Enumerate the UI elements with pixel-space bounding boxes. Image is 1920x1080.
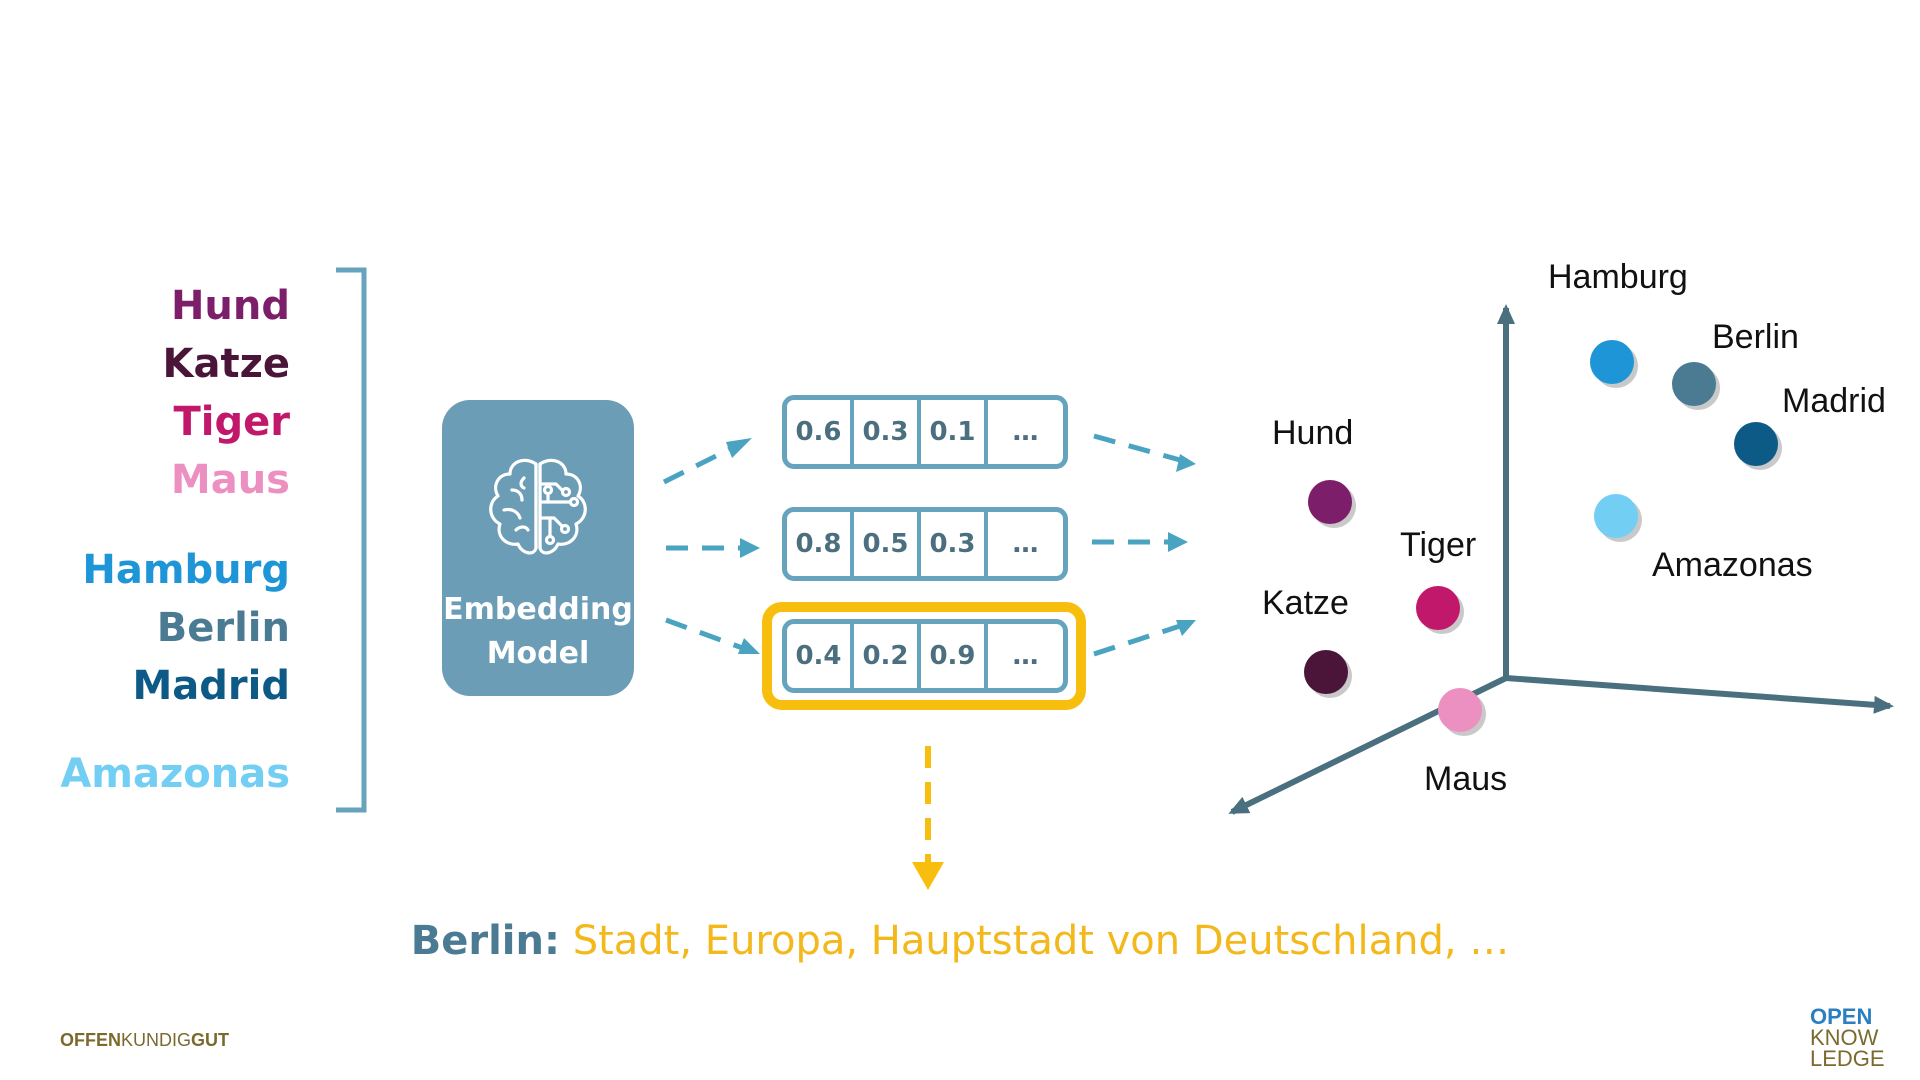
word-madrid: Madrid xyxy=(132,663,291,709)
label-maus: Maus xyxy=(1424,760,1507,798)
decoded-sentence: Berlin: Stadt, Europa, Hauptstadt von De… xyxy=(0,918,1920,964)
logo-right-line-3: LEDGE xyxy=(1810,1046,1885,1071)
arrow-to-vector-3 xyxy=(665,617,749,653)
vector-2-cell-4: … xyxy=(1012,529,1039,559)
label-amazonas: Amazonas xyxy=(1652,546,1813,584)
arrows-to-space xyxy=(1092,433,1181,657)
point-hund-dot xyxy=(1308,480,1352,524)
label-hund: Hund xyxy=(1272,414,1353,452)
vector-3-cell-2: 0.2 xyxy=(854,624,921,688)
label-tiger: Tiger xyxy=(1400,526,1476,564)
x-axis xyxy=(1505,675,1894,714)
arrowheads-to-vectors xyxy=(726,438,760,654)
brain-circuit-icon xyxy=(489,458,587,555)
vector-highlight-frame xyxy=(762,602,1086,710)
open-knowledge-logo: OPEN KNOW LEDGE xyxy=(1810,1004,1910,1071)
point-tiger-dot xyxy=(1416,586,1460,630)
word-hamburg: Hamburg xyxy=(82,547,290,593)
point-labels: Hund Katze Tiger Maus Hamburg Berlin Mad… xyxy=(1262,258,1886,798)
arrow-to-vector-1 xyxy=(662,441,742,485)
word-list-bracket xyxy=(336,267,367,813)
logo-left-part-1: OFFEN xyxy=(60,1030,121,1050)
vector-3-cell-3: 0.9 xyxy=(921,624,988,688)
offenkundiggut-logo: OFFENKUNDIGGUT xyxy=(60,1030,229,1051)
word-maus: Maus xyxy=(170,457,290,503)
vector-2-cell-2: 0.5 xyxy=(854,512,921,576)
label-berlin: Berlin xyxy=(1712,318,1799,356)
vector-1-cell-1: 0.6 xyxy=(787,400,854,464)
point-amazonas-dot xyxy=(1594,494,1638,538)
word-katze: Katze xyxy=(162,341,290,387)
vector-2-cell-1: 0.8 xyxy=(787,512,854,576)
arrowhead-6 xyxy=(1176,620,1196,636)
vector-3-cell-4: … xyxy=(1012,641,1039,671)
logo-left-part-2: KUNDIG xyxy=(121,1030,192,1050)
arrow-from-vector-1 xyxy=(1093,433,1181,463)
logo-right-line-2: KNOW xyxy=(1810,1025,1879,1050)
point-madrid xyxy=(1734,422,1782,470)
point-maus xyxy=(1438,688,1486,736)
point-hamburg xyxy=(1590,340,1638,388)
point-katze xyxy=(1304,650,1352,698)
point-madrid-dot xyxy=(1734,422,1778,466)
arrowhead-5 xyxy=(1168,532,1188,552)
arrowhead-1 xyxy=(726,438,752,458)
label-madrid: Madrid xyxy=(1782,382,1886,420)
word-hund: Hund xyxy=(170,283,290,329)
word-tiger: Tiger xyxy=(173,399,290,445)
decode-arrowhead xyxy=(912,862,944,890)
vector-2-cell-3: 0.3 xyxy=(921,512,988,576)
embedding-model-label: Embedding Model xyxy=(443,592,633,671)
embedding-model-box: Embedding Model xyxy=(442,400,634,696)
vector-1-cell-3: 0.1 xyxy=(921,400,988,464)
word-amazonas: Amazonas xyxy=(60,751,290,797)
label-hamburg: Hamburg xyxy=(1548,258,1688,296)
point-amazonas xyxy=(1594,494,1642,542)
vector-1-cell-2: 0.3 xyxy=(854,400,921,464)
point-berlin xyxy=(1672,362,1720,410)
logo-left-part-3: GUT xyxy=(191,1030,230,1050)
sentence-value: Stadt, Europa, Hauptstadt von Deutschlan… xyxy=(559,918,1510,964)
arrowheads-to-space xyxy=(1168,454,1196,636)
sentence-key: Berlin: xyxy=(410,918,560,964)
vector-1: 0.6 0.3 0.1 … xyxy=(782,395,1068,469)
point-hamburg-dot xyxy=(1590,340,1634,384)
point-hund xyxy=(1308,480,1356,528)
arrows-to-vectors xyxy=(662,441,749,653)
vector-2: 0.8 0.5 0.3 … xyxy=(782,507,1068,581)
point-katze-dot xyxy=(1304,650,1348,694)
vector-3-cell-1: 0.4 xyxy=(787,624,854,688)
point-maus-dot xyxy=(1438,688,1482,732)
vector-1-cell-4: … xyxy=(1012,417,1039,447)
logo-right-line-1: OPEN xyxy=(1810,1004,1873,1029)
vector-3: 0.4 0.2 0.9 … xyxy=(782,619,1068,693)
arrowhead-4 xyxy=(1176,454,1196,472)
arrowhead-2 xyxy=(740,538,760,558)
label-katze: Katze xyxy=(1262,584,1349,622)
arrowhead-3 xyxy=(738,638,760,654)
embedding-points xyxy=(1304,340,1782,736)
arrow-from-vector-3 xyxy=(1093,623,1181,657)
word-berlin: Berlin xyxy=(156,605,290,651)
point-berlin-dot xyxy=(1672,362,1716,406)
point-tiger xyxy=(1416,586,1464,634)
